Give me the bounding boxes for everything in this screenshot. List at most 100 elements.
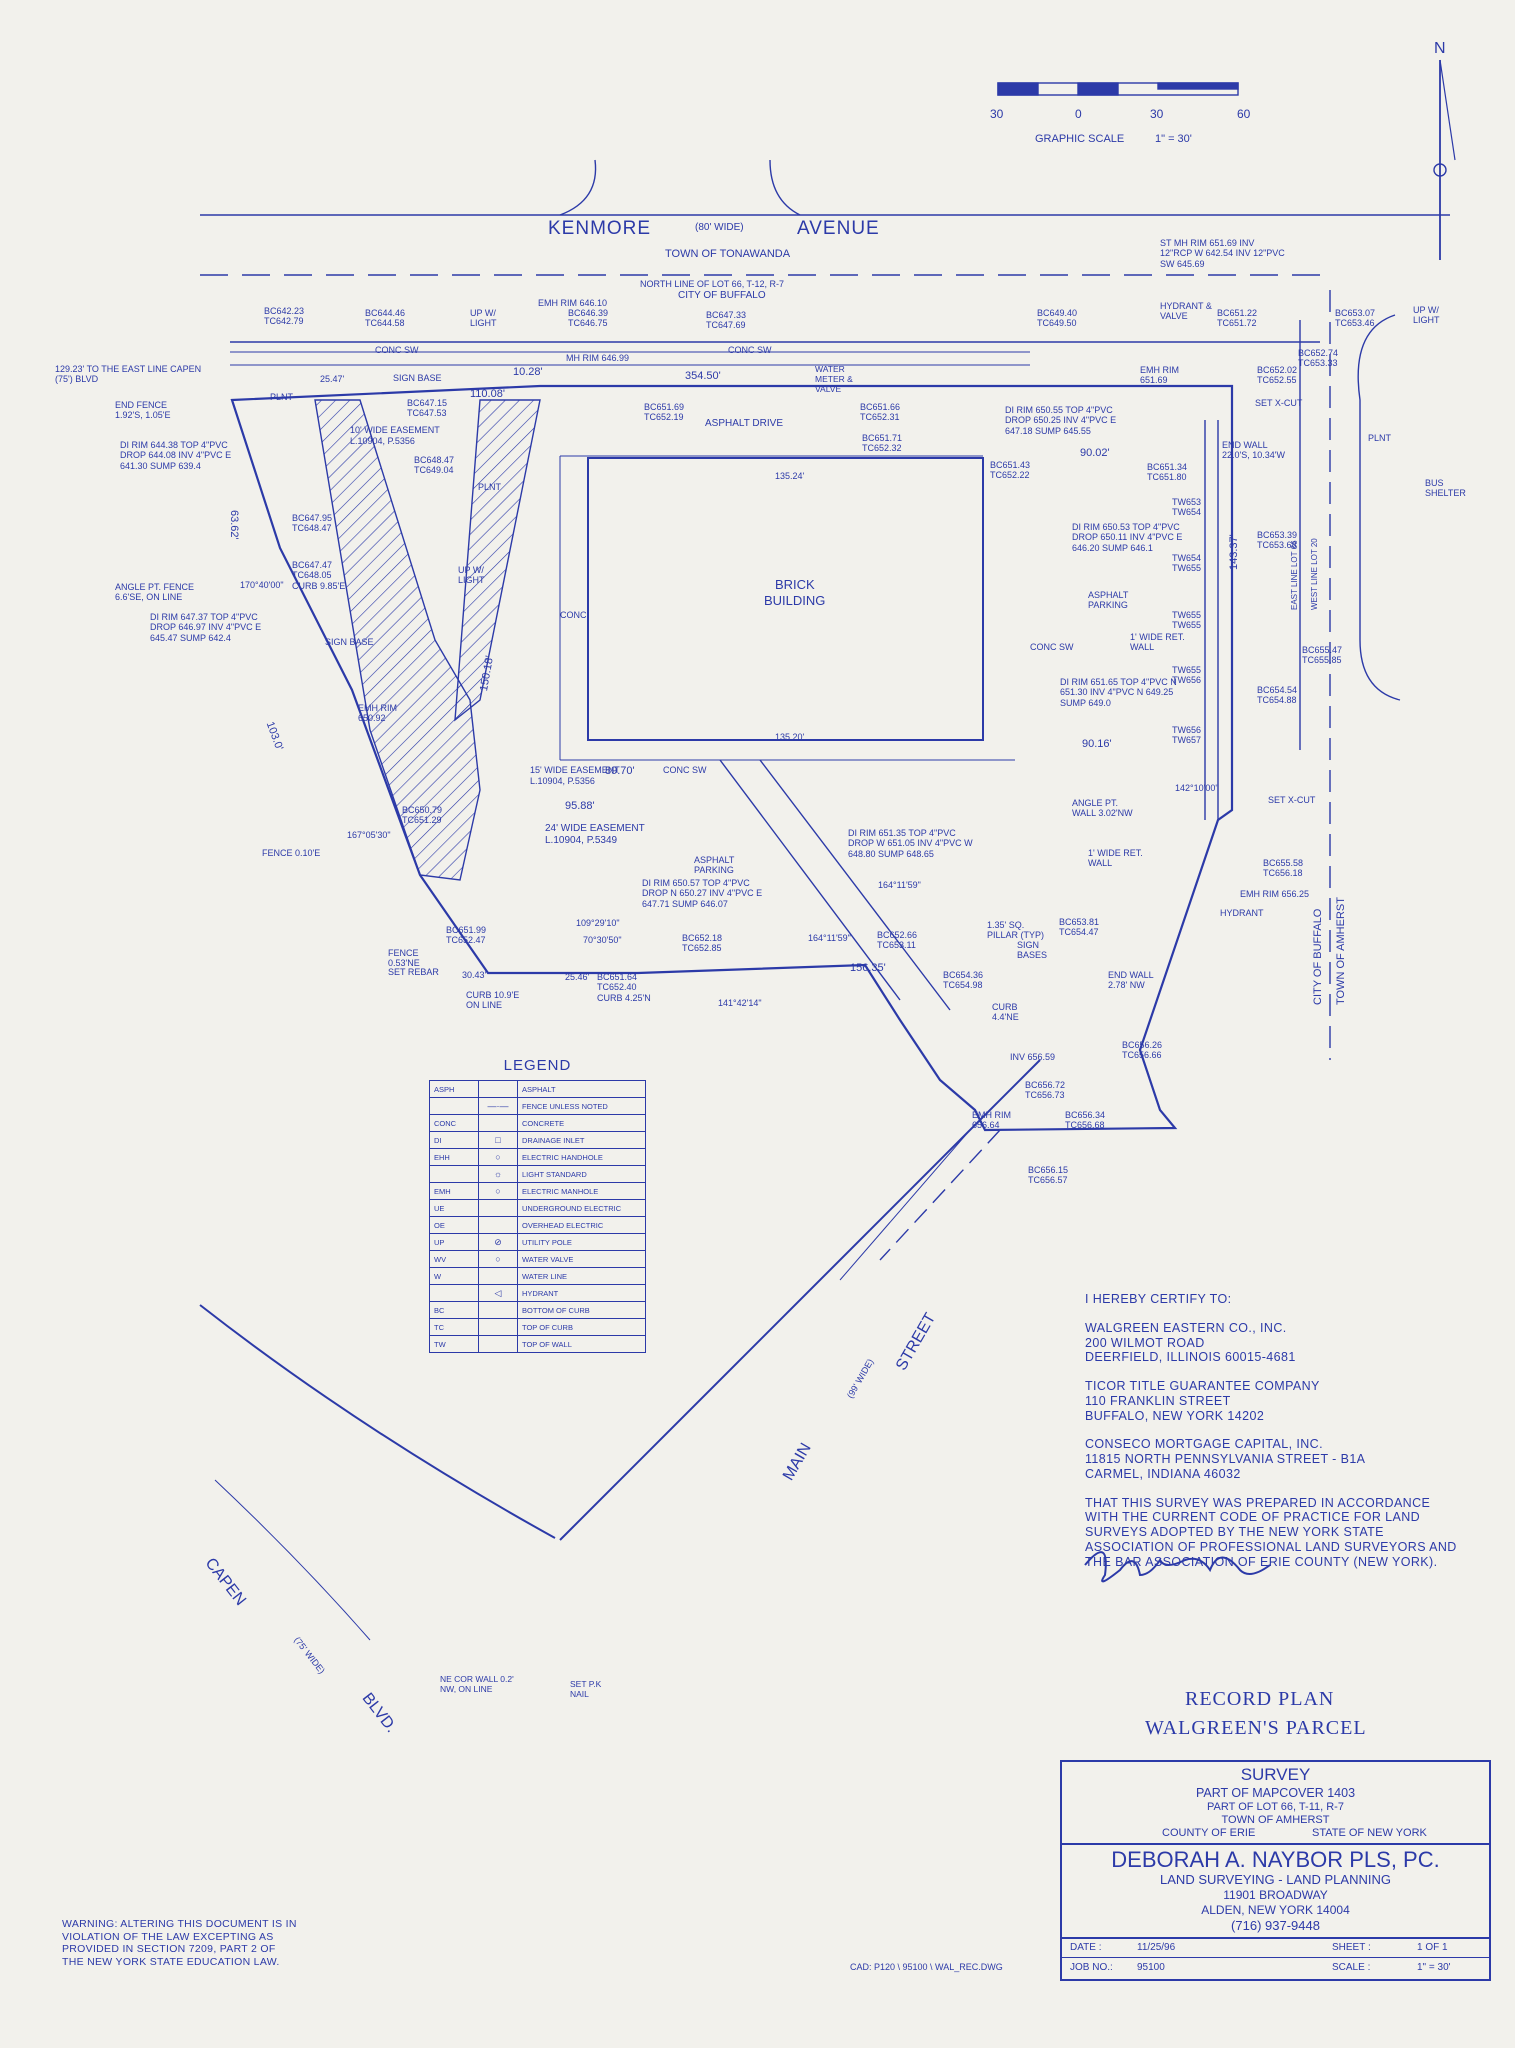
curb-elev-28: BC654.36 TC654.98 xyxy=(943,970,984,991)
emh-note-4: EMH RIM 656.25 xyxy=(1240,889,1310,899)
legend-sym xyxy=(478,1216,518,1234)
curb-elev-30: BC656.26 TC656.66 xyxy=(1122,1040,1163,1061)
legend-sym xyxy=(478,1114,518,1132)
dist-10-28: 10.28' xyxy=(513,366,543,378)
curb-elev-31: BC656.72 TC656.73 xyxy=(1025,1080,1066,1101)
hydrant-label: HYDRANT xyxy=(1220,908,1264,918)
legend-sym: ◁ xyxy=(478,1284,518,1302)
legend-row: WV○WATER VALVE xyxy=(429,1250,646,1268)
tb-firm: DEBORAH A. NAYBOR PLS, PC. xyxy=(1111,1847,1440,1872)
graphic-scale-label: GRAPHIC SCALE xyxy=(1035,133,1125,145)
plnt-label-2: PLNT xyxy=(478,482,502,492)
pillar-note: 1.35' SQ. PILLAR (TYP) xyxy=(987,920,1045,941)
di-note-2: DI RIM 647.37 TOP 4"PVC DROP 646.97 INV … xyxy=(150,612,262,643)
legend-desc: TOP OF CURB xyxy=(517,1318,646,1336)
north-arrow-label: N xyxy=(1434,40,1446,57)
certification-block: I HEREBY CERTIFY TO: WALGREEN EASTERN CO… xyxy=(1085,1292,1485,1583)
curb-elev-20: BC655.47 TC655.85 xyxy=(1302,645,1343,666)
tb-mapcover: PART OF MAPCOVER 1403 xyxy=(1195,1786,1356,1800)
easement-hatch xyxy=(314,399,481,881)
curb-elev-19: BC653.39 TC653.68 xyxy=(1257,530,1298,551)
legend-desc: HYDRANT xyxy=(517,1284,646,1302)
plnt-label: PLNT xyxy=(270,392,294,402)
warning-note: WARNING: ALTERING THIS DOCUMENT IS IN VI… xyxy=(62,1918,297,1968)
easement-15-ref: L.10904, P.5356 xyxy=(530,776,595,786)
dist-156-35: 156.35' xyxy=(850,962,886,974)
conc-sw-label-4: CONC SW xyxy=(663,765,707,775)
north-line-label: NORTH LINE OF LOT 66, T-12, R-7 xyxy=(640,279,785,289)
curb-elev-11: BC648.47 TC649.04 xyxy=(414,455,455,476)
angle-164: 164°11'59" xyxy=(878,880,921,890)
curb-elev-5: BC649.40 TC649.50 xyxy=(1037,308,1078,329)
ret-wall-note-2: 1' WIDE RET. WALL xyxy=(1088,848,1143,869)
legend-sym: ○ xyxy=(478,1182,518,1200)
conc-sw-label-3: CONC SW xyxy=(1030,642,1074,652)
di-note-3: DI RIM 650.55 TOP 4"PVC DROP 650.25 INV … xyxy=(1005,405,1117,436)
legend-desc: LIGHT STANDARD xyxy=(517,1165,646,1183)
end-fence-note: END FENCE 1.92'S, 1.05'E xyxy=(115,400,171,421)
kenmore-left-curb xyxy=(559,159,597,216)
legend-sym: □ xyxy=(478,1131,518,1149)
main-street-row xyxy=(559,1059,1041,1541)
legend-row: EHH○ELECTRIC HANDHOLE xyxy=(429,1148,646,1166)
dist-354-50: 354.50' xyxy=(685,370,721,382)
certify-conseco: CONSECO MORTGAGE CAPITAL, INC. 11815 NOR… xyxy=(1085,1437,1366,1481)
curb-elev-33: BC656.15 TC656.57 xyxy=(1028,1165,1069,1186)
curb-elev-17: BC651.43 TC652.22 xyxy=(990,460,1031,481)
angle-164-b: 164°11'59" xyxy=(808,933,851,943)
conc-label: CONC xyxy=(560,610,587,620)
angle-109: 109°29'10" xyxy=(576,918,620,928)
legend-sym xyxy=(478,1301,518,1319)
tb-sheet-label: SHEET : xyxy=(1332,1942,1371,1953)
legend-sym xyxy=(478,1080,518,1098)
tw-pair-1: TW653 TW654 xyxy=(1172,497,1202,518)
tb-addr1: 11901 BROADWAY xyxy=(1223,1888,1328,1902)
fence-053-note: FENCE 0.53'NE xyxy=(388,948,420,969)
legend-abbr: UE xyxy=(429,1199,479,1217)
legend-abbr: UP xyxy=(429,1233,479,1251)
fence-010-note: FENCE 0.10'E xyxy=(262,848,321,858)
legend-sym: ○ xyxy=(478,1148,518,1166)
title-block: SURVEY PART OF MAPCOVER 1403 PART OF LOT… xyxy=(1060,1760,1491,1981)
legend-desc: ELECTRIC HANDHOLE xyxy=(517,1148,646,1166)
legend-desc: UNDERGROUND ELECTRIC xyxy=(517,1199,646,1217)
scale-tick-3: 60 xyxy=(1237,107,1251,121)
tb-county: COUNTY OF ERIE xyxy=(1162,1827,1256,1839)
legend-sym xyxy=(478,1318,518,1336)
legend-sym xyxy=(478,1199,518,1217)
curb-109-note: CURB 10.9'E ON LINE xyxy=(466,990,520,1011)
tb-scale-label: SCALE : xyxy=(1332,1962,1371,1973)
angle-141: 141°42'14" xyxy=(718,998,762,1008)
certify-statement: THAT THIS SURVEY WAS PREPARED IN ACCORDA… xyxy=(1085,1495,1457,1569)
tb-town: TOWN OF AMHERST xyxy=(1221,1814,1330,1826)
easement-24-ref: L.10904, P.5349 xyxy=(545,835,618,846)
legend-desc: DRAINAGE INLET xyxy=(517,1131,646,1149)
tw-pair-5: TW656 TW657 xyxy=(1172,725,1202,746)
curb-elev-13: BC647.47 TC648.05 CURB 9.85'E xyxy=(292,560,346,591)
legend-abbr: EHH xyxy=(429,1148,479,1166)
curb-elev-26: BC652.66 TC653.11 xyxy=(877,930,918,951)
legend-abbr xyxy=(429,1165,479,1183)
sign-bases-note: SIGN BASES xyxy=(1017,940,1048,961)
legend-row: ◁HYDRANT xyxy=(429,1284,646,1302)
legend-abbr: WV xyxy=(429,1250,479,1268)
asphalt-drive-label: ASPHALT DRIVE xyxy=(705,418,783,429)
ne-cor-note: NE COR WALL 0.2' NW, ON LINE xyxy=(440,1674,514,1694)
curb-44-note: CURB 4.4'NE xyxy=(992,1002,1019,1023)
set-pk-note: SET P.K NAIL xyxy=(570,1679,602,1699)
set-rebar-note: SET REBAR xyxy=(388,967,439,977)
curb-elev-1: BC642.23 TC642.79 xyxy=(264,306,305,327)
cad-reference: CAD: P120 \ 95100 \ WAL_REC.DWG xyxy=(850,1962,1003,1972)
emh-note-5: EMH RIM 656.64 xyxy=(972,1110,1011,1131)
angle-70: 70°30'50" xyxy=(583,935,622,945)
dist-30-43: 30.43' xyxy=(462,970,487,980)
legend-row: —·—FENCE UNLESS NOTED xyxy=(429,1097,646,1115)
tb-job: 95100 xyxy=(1137,1962,1165,1973)
legend-abbr: CONC xyxy=(429,1114,479,1132)
dist-89-70: 89.70' xyxy=(605,765,635,777)
legend-desc: CONCRETE xyxy=(517,1114,646,1132)
buffalo-label: CITY OF BUFFALO xyxy=(678,290,766,301)
legend-abbr: TC xyxy=(429,1318,479,1336)
